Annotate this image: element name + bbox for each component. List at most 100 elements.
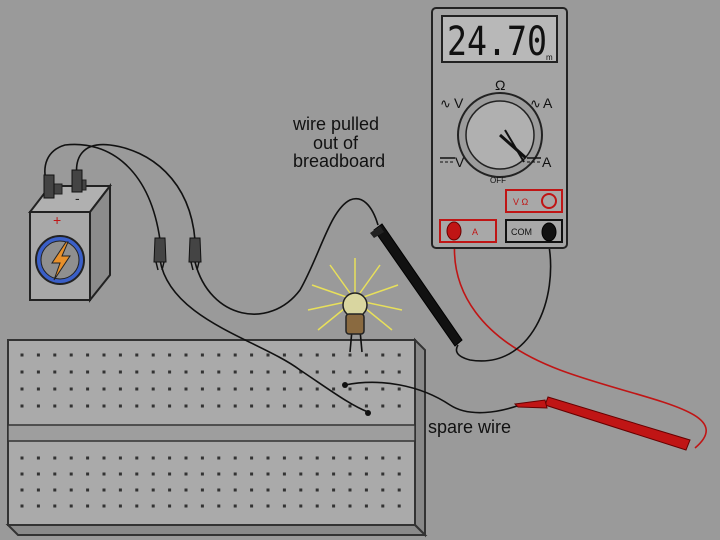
- a-jack-label: A: [472, 227, 478, 237]
- breadboard-hole: [397, 387, 401, 391]
- breadboard-hole: [266, 456, 270, 460]
- breadboard: [5, 337, 428, 538]
- breadboard-hole: [69, 404, 73, 408]
- breadboard-hole: [86, 472, 90, 476]
- breadboard-hole: [299, 353, 303, 357]
- battery: + -: [27, 179, 113, 303]
- breadboard-hole: [364, 387, 368, 391]
- breadboard-hole: [233, 488, 237, 492]
- breadboard-hole: [200, 504, 204, 508]
- com-jack-plug[interactable]: [541, 222, 557, 242]
- v-ohm-jack-panel: [505, 189, 563, 213]
- breadboard-hole: [381, 387, 385, 391]
- battery-positive-wire: [44, 143, 161, 241]
- breadboard-hole: [233, 404, 237, 408]
- breadboard-hole: [299, 488, 303, 492]
- a-jack-plug[interactable]: [446, 221, 462, 241]
- breadboard-hole: [151, 504, 155, 508]
- display-unit: m: [546, 53, 553, 62]
- breadboard-hole: [250, 370, 254, 374]
- dial-pointer: [499, 133, 527, 160]
- alligator-clip-battery-pos: [43, 174, 55, 199]
- wire-pulled-out: [194, 198, 379, 315]
- breadboard-hole: [53, 404, 57, 408]
- breadboard-hole: [184, 387, 188, 391]
- breadboard-hole: [36, 456, 40, 460]
- red-probe[interactable]: [513, 396, 691, 451]
- breadboard-hole: [299, 456, 303, 460]
- breadboard-hole: [118, 456, 122, 460]
- breadboard-hole: [250, 456, 254, 460]
- breadboard-hole: [184, 488, 188, 492]
- battery-negative-wire: [75, 143, 196, 241]
- breadboard-hole: [200, 456, 204, 460]
- display-value: 24.70: [447, 19, 547, 65]
- breadboard-hole: [20, 404, 24, 408]
- annotation-spare-wire: spare wire: [428, 417, 511, 437]
- dial-wave-right-icon: ∿: [530, 96, 541, 111]
- breadboard-hole: [282, 504, 286, 508]
- breadboard-hole: [36, 472, 40, 476]
- breadboard-hole: [364, 404, 368, 408]
- breadboard-hole: [118, 504, 122, 508]
- breadboard-hole: [217, 404, 221, 408]
- breadboard-hole: [217, 456, 221, 460]
- breadboard-hole: [315, 456, 319, 460]
- breadboard-hole: [168, 504, 172, 508]
- breadboard-hole: [397, 370, 401, 374]
- breadboard-hole: [282, 404, 286, 408]
- breadboard-hole: [364, 456, 368, 460]
- breadboard-hole: [135, 387, 139, 391]
- breadboard-hole: [102, 387, 106, 391]
- breadboard-hole: [36, 504, 40, 508]
- breadboard-hole: [118, 370, 122, 374]
- breadboard-hole: [102, 488, 106, 492]
- breadboard-hole: [315, 353, 319, 357]
- breadboard-hole: [151, 456, 155, 460]
- breadboard-hole: [233, 387, 237, 391]
- breadboard-hole: [266, 353, 270, 357]
- breadboard-hole: [299, 472, 303, 476]
- dial-label-adc: A: [542, 154, 552, 170]
- breadboard-hole: [233, 504, 237, 508]
- breadboard-hole: [36, 387, 40, 391]
- breadboard-hole: [250, 387, 254, 391]
- breadboard-hole: [381, 456, 385, 460]
- breadboard-hole: [135, 456, 139, 460]
- breadboard-hole: [315, 472, 319, 476]
- breadboard-hole: [184, 353, 188, 357]
- multimeter: 24.70 m Ω ∿ V ∿ A V A OFF V Ω A COM: [431, 7, 568, 249]
- breadboard-hole: [86, 456, 90, 460]
- breadboard-hole: [348, 456, 352, 460]
- breadboard-hole: [250, 504, 254, 508]
- breadboard-hole: [250, 404, 254, 408]
- black-probe[interactable]: [370, 223, 463, 347]
- v-ohm-jack[interactable]: [541, 193, 557, 209]
- breadboard-hole: [184, 404, 188, 408]
- annotation-wire-pulled-line2: out of: [313, 133, 359, 153]
- breadboard-hole: [217, 504, 221, 508]
- breadboard-hole: [200, 370, 204, 374]
- lightning-bolt-icon: [51, 241, 71, 281]
- breadboard-hole: [118, 387, 122, 391]
- breadboard-hole: [332, 387, 336, 391]
- breadboard-hole: [184, 504, 188, 508]
- breadboard-connection-point: [342, 382, 348, 388]
- breadboard-hole: [348, 504, 352, 508]
- breadboard-hole: [69, 370, 73, 374]
- breadboard-center-channel: [7, 424, 416, 442]
- breadboard-hole: [299, 370, 303, 374]
- breadboard-hole: [348, 353, 352, 357]
- breadboard-hole: [217, 353, 221, 357]
- breadboard-hole: [151, 353, 155, 357]
- breadboard-hole: [200, 353, 204, 357]
- breadboard-hole: [397, 472, 401, 476]
- breadboard-hole: [36, 488, 40, 492]
- breadboard-hole: [168, 456, 172, 460]
- breadboard-hole: [53, 472, 57, 476]
- breadboard-hole: [332, 472, 336, 476]
- breadboard-hole: [299, 404, 303, 408]
- breadboard-hole: [200, 404, 204, 408]
- annotation-wire-pulled: wire pulled out of breadboard: [292, 114, 385, 171]
- breadboard-hole: [168, 404, 172, 408]
